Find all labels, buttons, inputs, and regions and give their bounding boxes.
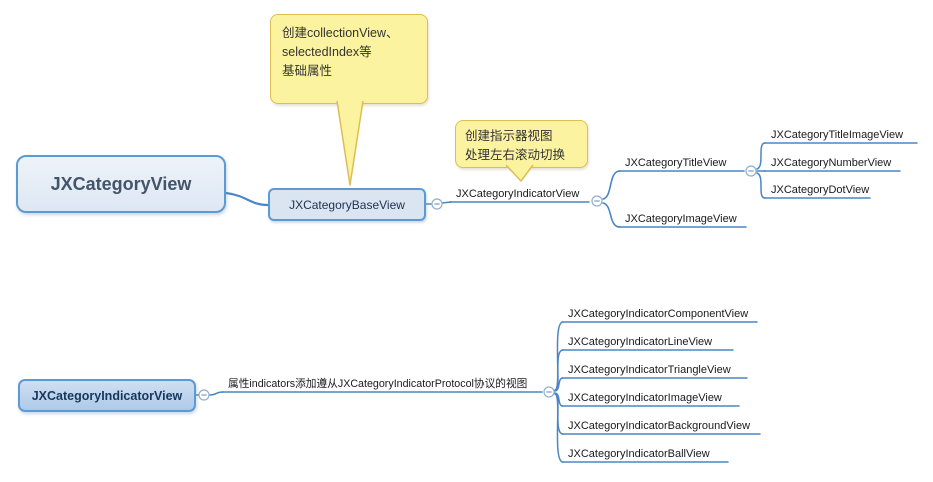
node-label: JXCategoryView [50, 173, 192, 194]
callout-text-line: 创建指示器视图 [465, 129, 553, 143]
node-jxcategoryindicatorimageview[interactable]: JXCategoryIndicatorImageView [568, 392, 722, 404]
callout-text-line: 基础属性 [282, 63, 333, 78]
callout-note-baseview[interactable]: 创建collectionView、 selectedIndex等 基础属性 [270, 14, 428, 104]
node-label: JXCategoryBaseView [289, 197, 405, 212]
node-jxcategorydotview[interactable]: JXCategoryDotView [771, 184, 870, 196]
node-jxcategoryimageview[interactable]: JXCategoryImageView [625, 213, 737, 225]
node-jxcategoryindicatortriangleview[interactable]: JXCategoryIndicatorTriangleView [568, 364, 731, 376]
node-jxcategoryindicatorview[interactable]: JXCategoryIndicatorView [456, 188, 580, 200]
callout-note-indicatorview[interactable]: 创建指示器视图 处理左右滚动切换 [455, 120, 588, 168]
node-jxcategorynumberview[interactable]: JXCategoryNumberView [771, 157, 892, 169]
node-jxcategoryindicatorbackgroundview[interactable]: JXCategoryIndicatorBackgroundView [568, 420, 751, 432]
node-jxcategorytitleimageview[interactable]: JXCategoryTitleImageView [771, 129, 904, 141]
callout-text-line: 处理左右滚动切换 [465, 147, 566, 162]
node-jxcategoryindicatorview-root[interactable]: JXCategoryIndicatorView [18, 379, 196, 412]
callout-text-line: 创建collectionView、 [282, 26, 399, 40]
node-jxcategoryindicatorcomponentview[interactable]: JXCategoryIndicatorComponentView [568, 308, 749, 320]
node-label: JXCategoryIndicatorView [31, 388, 183, 403]
node-jxcategoryview-root[interactable]: JXCategoryView [16, 155, 226, 213]
node-jxcategoryindicatorballview[interactable]: JXCategoryIndicatorBallView [568, 448, 710, 460]
node-jxcategoryindicatorlineview[interactable]: JXCategoryIndicatorLineView [568, 336, 713, 348]
callout-text-line: selectedIndex等 [282, 44, 372, 59]
node-jxcategorybaseview[interactable]: JXCategoryBaseView [268, 188, 426, 221]
node-indicators-protocol-branch[interactable]: 属性indicators添加遵从JXCategoryIndicatorProto… [228, 378, 528, 390]
node-jxcategorytitleview[interactable]: JXCategoryTitleView [625, 157, 727, 169]
